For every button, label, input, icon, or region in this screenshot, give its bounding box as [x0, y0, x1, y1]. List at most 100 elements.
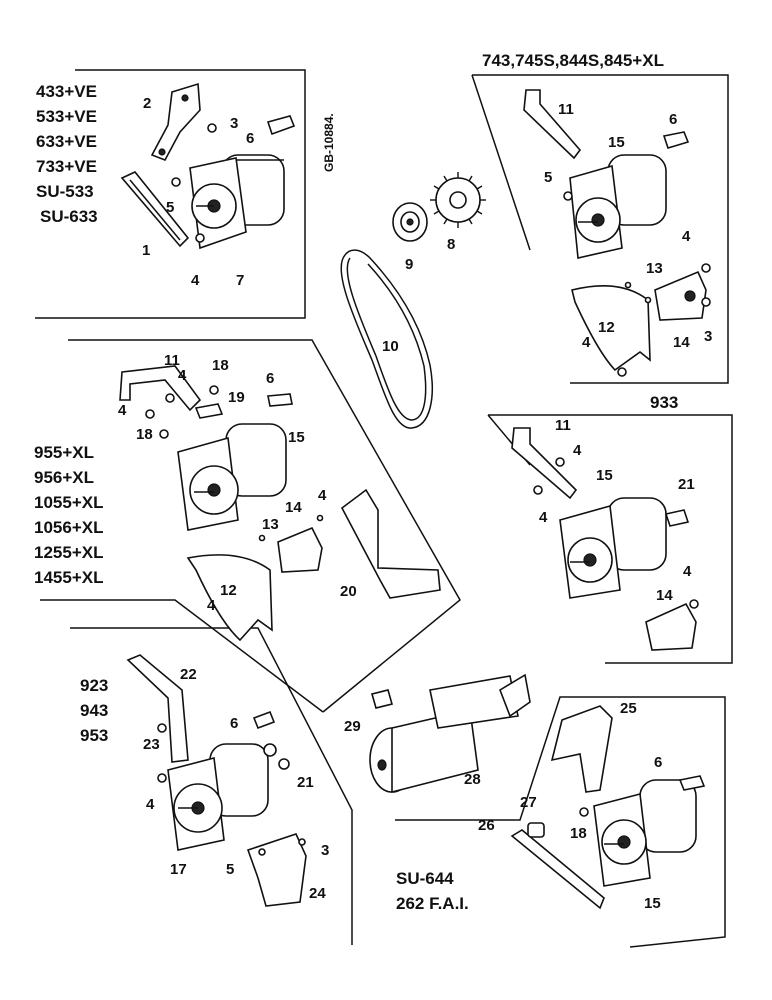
br-small-parts: [527, 775, 706, 838]
ml-strap-11: [119, 365, 202, 412]
v-belt-10: [340, 249, 433, 429]
callout-number: 15: [608, 134, 625, 151]
model-list-top-left: 433+VE 533+VE 633+VE 733+VE SU-533 SU-63…: [36, 79, 98, 229]
callout-number: 4: [191, 272, 200, 289]
callout-number: 11: [558, 101, 574, 118]
callout-number: 1: [142, 242, 151, 259]
mr-mount-14: [645, 602, 697, 651]
callout-number: 22: [180, 666, 197, 683]
callout-number: 11: [164, 352, 180, 369]
model-label: 955+XL: [34, 443, 95, 462]
callout-number: 5: [544, 169, 553, 186]
model-label: SU-533: [36, 182, 94, 201]
callout-number: 14: [656, 587, 673, 604]
callout-number: 6: [246, 130, 255, 147]
callout-number: 13: [262, 516, 279, 533]
callout-number: 12: [220, 582, 237, 599]
model-label: 733+VE: [36, 157, 97, 176]
callout-number: 15: [596, 467, 613, 484]
callout-number: 25: [620, 700, 637, 717]
callout-number: 5: [166, 199, 175, 216]
model-label: 433+VE: [36, 82, 97, 101]
callout-number: 26: [478, 817, 495, 834]
image-code: GB-10884.: [322, 113, 336, 172]
fan-8: [430, 172, 486, 228]
tl-alternator-7: [189, 154, 285, 250]
model-label: 1455+XL: [34, 568, 104, 587]
callout-number: 6: [654, 754, 663, 771]
callout-number: 2: [143, 95, 152, 112]
callout-number: 21: [678, 476, 695, 493]
starter-motor-28: [369, 673, 531, 794]
model-label-middle-right: 933: [650, 393, 679, 412]
model-label: 943: [80, 701, 109, 720]
br-bracket-25: [550, 705, 613, 793]
panel-borders: [35, 69, 733, 948]
callout-number: 23: [143, 736, 160, 753]
model-label: 533+VE: [36, 107, 97, 126]
callout-number: 17: [170, 861, 187, 878]
callout-number: 29: [344, 718, 361, 735]
callout-number: 4: [682, 228, 691, 245]
callout-number: 13: [646, 260, 663, 277]
callout-number: 28: [464, 771, 481, 788]
callout-number: 4: [539, 509, 548, 526]
callout-number: 4: [146, 796, 155, 813]
br-alternator-15: [593, 779, 697, 887]
bl-alternator-17: [167, 743, 269, 851]
tl-strap-1: [120, 171, 190, 248]
callout-number: 14: [673, 334, 690, 351]
model-label: 1055+XL: [34, 493, 104, 512]
tr-mount-14: [654, 270, 707, 321]
callout-number: 11: [555, 417, 571, 434]
callout-number: 5: [226, 861, 235, 878]
mr-strap-11: [511, 427, 578, 500]
callout-number: 6: [230, 715, 239, 732]
model-label: 1255+XL: [34, 543, 104, 562]
ml-bracket-20: [340, 488, 441, 599]
callout-number: 9: [405, 256, 414, 273]
callout-number: 4: [582, 334, 591, 351]
bl-strap-22: [126, 654, 189, 763]
mr-small-parts: [533, 457, 699, 609]
callout-number: 18: [212, 357, 229, 374]
ml-mount-14: [277, 526, 323, 573]
callout-number: 15: [644, 895, 661, 912]
ml-small-parts: [145, 385, 324, 542]
callout-number: 4: [178, 367, 187, 384]
tl-small-parts: [171, 115, 296, 243]
callout-number: 8: [447, 236, 456, 253]
callout-number: 3: [321, 842, 330, 859]
callout-number: 4: [207, 597, 216, 614]
model-label: 956+XL: [34, 468, 95, 487]
callout-number: 10: [382, 338, 399, 355]
tr-small-parts: [563, 131, 711, 307]
callout-number: 3: [704, 328, 713, 345]
callout-number: 4: [118, 402, 127, 419]
model-label: 1056+XL: [34, 518, 104, 537]
callout-number: 4: [318, 487, 327, 504]
bl-small-parts: [157, 710, 306, 856]
callout-number: 15: [288, 429, 305, 446]
ml-alternator-15: [177, 423, 287, 531]
mr-alternator-15: [559, 497, 667, 599]
callout-number: 20: [340, 583, 357, 600]
model-label: 262 F.A.I.: [396, 894, 469, 913]
callout-number: 3: [230, 115, 239, 132]
callout-number: 18: [570, 825, 587, 842]
pulley-9: [392, 202, 428, 242]
model-label: SU-644: [396, 869, 454, 888]
model-list-bottom-left: 923 943 953: [80, 673, 108, 748]
callout-number: 27: [520, 794, 537, 811]
callout-number: 14: [285, 499, 302, 516]
model-label: 633+VE: [36, 132, 97, 151]
bl-mount-24: [246, 833, 307, 907]
model-list-middle-left: 955+XL 956+XL 1055+XL 1056+XL 1255+XL 14…: [34, 440, 103, 590]
callout-number: 4: [683, 563, 692, 580]
ml-bracket-12: [186, 554, 273, 642]
callout-number: 12: [598, 319, 615, 336]
starter-part-29: [371, 689, 393, 709]
callout-number: 7: [236, 272, 245, 289]
